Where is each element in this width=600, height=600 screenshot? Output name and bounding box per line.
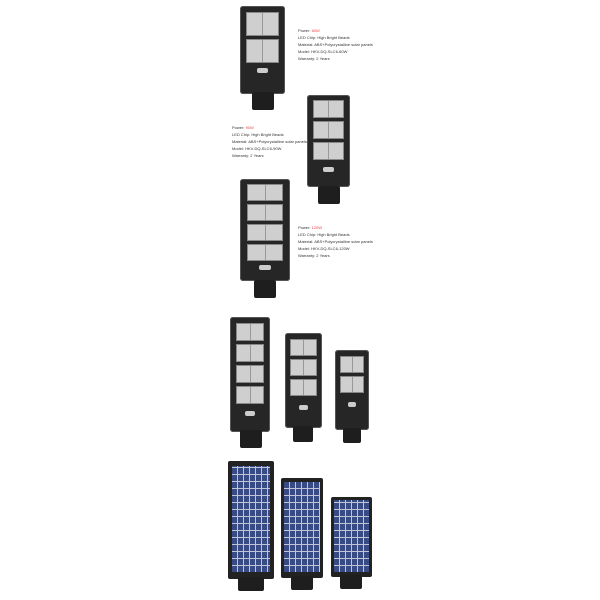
solar-panel-90w [281, 478, 323, 578]
lamp-bracket [240, 430, 262, 448]
lamp-bracket [238, 577, 264, 591]
group-lamp-120w [230, 317, 270, 432]
lamp-bracket [343, 428, 361, 443]
group-lamp-60w [335, 350, 369, 430]
lamp-90w-front [307, 95, 350, 187]
lamp-bracket [293, 426, 313, 442]
lamp-120w-front [240, 179, 290, 281]
lamp-bracket [291, 576, 313, 590]
solar-panel-60w [331, 497, 372, 577]
solar-panel-120w [228, 461, 274, 579]
lamp-60w-front [240, 6, 285, 94]
lamp-bracket [252, 92, 274, 110]
lamp-bracket [318, 186, 340, 204]
lamp-bracket [340, 575, 362, 589]
lamp-bracket [254, 280, 276, 298]
group-lamp-90w [285, 333, 322, 428]
